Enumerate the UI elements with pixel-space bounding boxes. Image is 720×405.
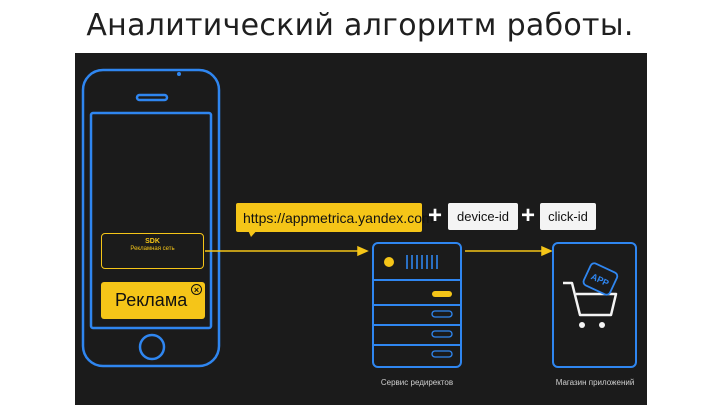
close-icon[interactable]: × xyxy=(191,284,202,295)
slide-title: Аналитический алгоритм работы. xyxy=(86,8,634,43)
plus-sign-1: + xyxy=(428,202,443,229)
server-outline xyxy=(372,242,462,368)
device-id-tag: device-id xyxy=(448,203,518,230)
diagram-panel: APP https://appmetrica.yandex.com + devi… xyxy=(75,53,647,405)
server-caption: Сервис редиректов xyxy=(380,378,454,387)
url-bubble: https://appmetrica.yandex.com xyxy=(236,203,434,232)
ad-label: Реклама xyxy=(115,290,188,310)
camera-dot xyxy=(177,72,181,76)
app-badge-shape xyxy=(582,262,619,296)
sdk-box: SDK Рекламная сеть xyxy=(101,233,204,269)
sdk-label: SDK xyxy=(145,238,160,245)
plus-sign-2: + xyxy=(521,202,536,229)
store-caption: Магазин приложений xyxy=(555,378,635,387)
click-id-tag: click-id xyxy=(540,203,596,230)
flow-arrows xyxy=(205,245,553,257)
phone-outline xyxy=(81,68,221,368)
store-outline xyxy=(552,242,637,368)
server-details xyxy=(384,255,453,358)
sdk-sublabel: Рекламная сеть xyxy=(130,246,175,252)
ad-banner-button[interactable]: Реклама × xyxy=(101,282,205,319)
